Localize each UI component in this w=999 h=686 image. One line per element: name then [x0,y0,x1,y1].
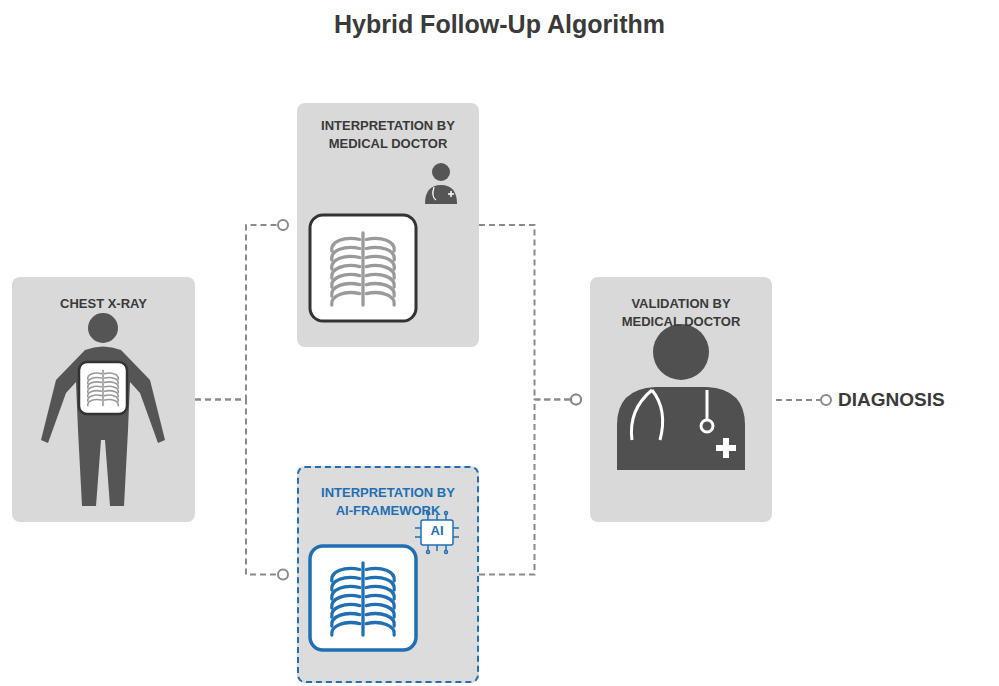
ai-chip-label: AI [421,523,453,538]
ai-process-box: INTERPRETATION BY AI-FRAMEWORK [297,466,479,683]
chest-icon [79,362,127,414]
doctor-icon-large [617,324,745,470]
dashed-connector [195,225,283,400]
box-heading: CHEST X-RAY [29,295,179,313]
ai-xray-icon [310,546,416,650]
diagnosis-leader [776,395,831,405]
box-heading: INTERPRETATION BY MEDICAL DOCTOR [313,117,463,152]
ai-chip-icon [415,512,459,554]
dashed-connector [195,400,283,575]
diagnosis-label: DIAGNOSIS [838,389,945,411]
box-heading: VALIDATION BY MEDICAL DOCTOR [606,295,756,330]
process-box: CHEST X-RAY [12,277,195,522]
diagram-title: Hybrid Follow-Up Algorithm [0,10,999,39]
chest-xray-icon [310,215,416,321]
process-box: INTERPRETATION BY MEDICAL DOCTOR [297,103,479,347]
dashed-connector [479,225,576,400]
box-heading: INTERPRETATION BY AI-FRAMEWORK [313,484,463,519]
doctor-icon-small [425,163,457,204]
dashed-connector [479,400,576,575]
process-box: VALIDATION BY MEDICAL DOCTOR [590,277,772,522]
human-silhouette [41,313,165,506]
